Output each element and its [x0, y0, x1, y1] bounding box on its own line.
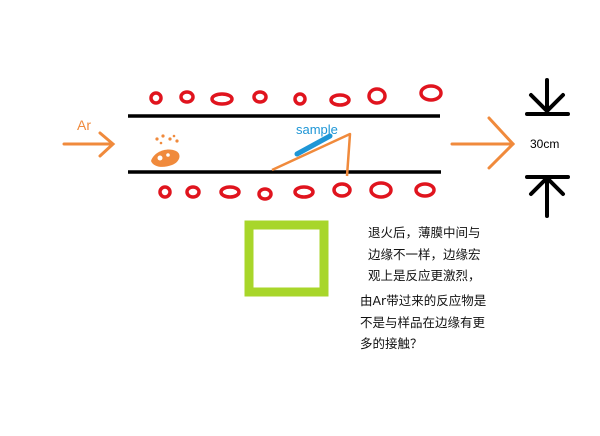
precursor-blob: [151, 134, 180, 167]
heater-coil: [185, 185, 201, 199]
heater-coil: [293, 92, 307, 106]
dimension-arrow-bottom: [525, 175, 570, 218]
dimension-label: 30cm: [530, 137, 559, 151]
heater-coil: [149, 91, 163, 105]
annotation-line: 边缘不一样，边缘宏: [368, 246, 481, 262]
annotation-text-block: 退火后，薄膜中间与 边缘不一样，边缘宏 观上是反应更激烈，: [368, 222, 528, 287]
annotation-line: 由Ar带过来的反应物是: [360, 293, 487, 308]
heater-bottom-row: [158, 181, 436, 201]
dimension-arrow-top: [525, 78, 570, 116]
gas-inlet-arrow: [62, 131, 116, 158]
heater-coil: [257, 187, 273, 201]
gas-label: Ar: [77, 117, 91, 133]
heater-coil: [369, 181, 393, 199]
heater-coil: [252, 90, 268, 104]
annotation-text-block: 由Ar带过来的反应物是 不是与样品在边缘有更 多的接触？: [360, 290, 530, 355]
film-square: [244, 220, 329, 297]
heater-coil: [419, 84, 443, 102]
sample-plate: [294, 133, 333, 157]
annotation-line: 观上是反应更激烈，: [368, 268, 481, 283]
heater-coil: [332, 182, 352, 198]
heater-coil: [329, 93, 351, 107]
sample-holder: [271, 132, 352, 177]
annotation-line: 退火后，薄膜中间与: [368, 225, 481, 240]
heater-coil: [414, 182, 436, 198]
heater-top-row: [149, 84, 443, 107]
sample-label: sample: [296, 122, 338, 137]
heater-coil: [293, 185, 315, 199]
annotation-line: 不是与样品在边缘有更: [360, 314, 486, 330]
heater-coil: [158, 185, 172, 199]
annotation-line: 多的接触？: [360, 336, 423, 351]
heater-coil: [219, 185, 241, 199]
heater-coil: [367, 87, 387, 105]
gas-outlet-arrow: [450, 116, 516, 170]
heater-coil: [210, 92, 234, 106]
heater-coil: [179, 90, 195, 104]
